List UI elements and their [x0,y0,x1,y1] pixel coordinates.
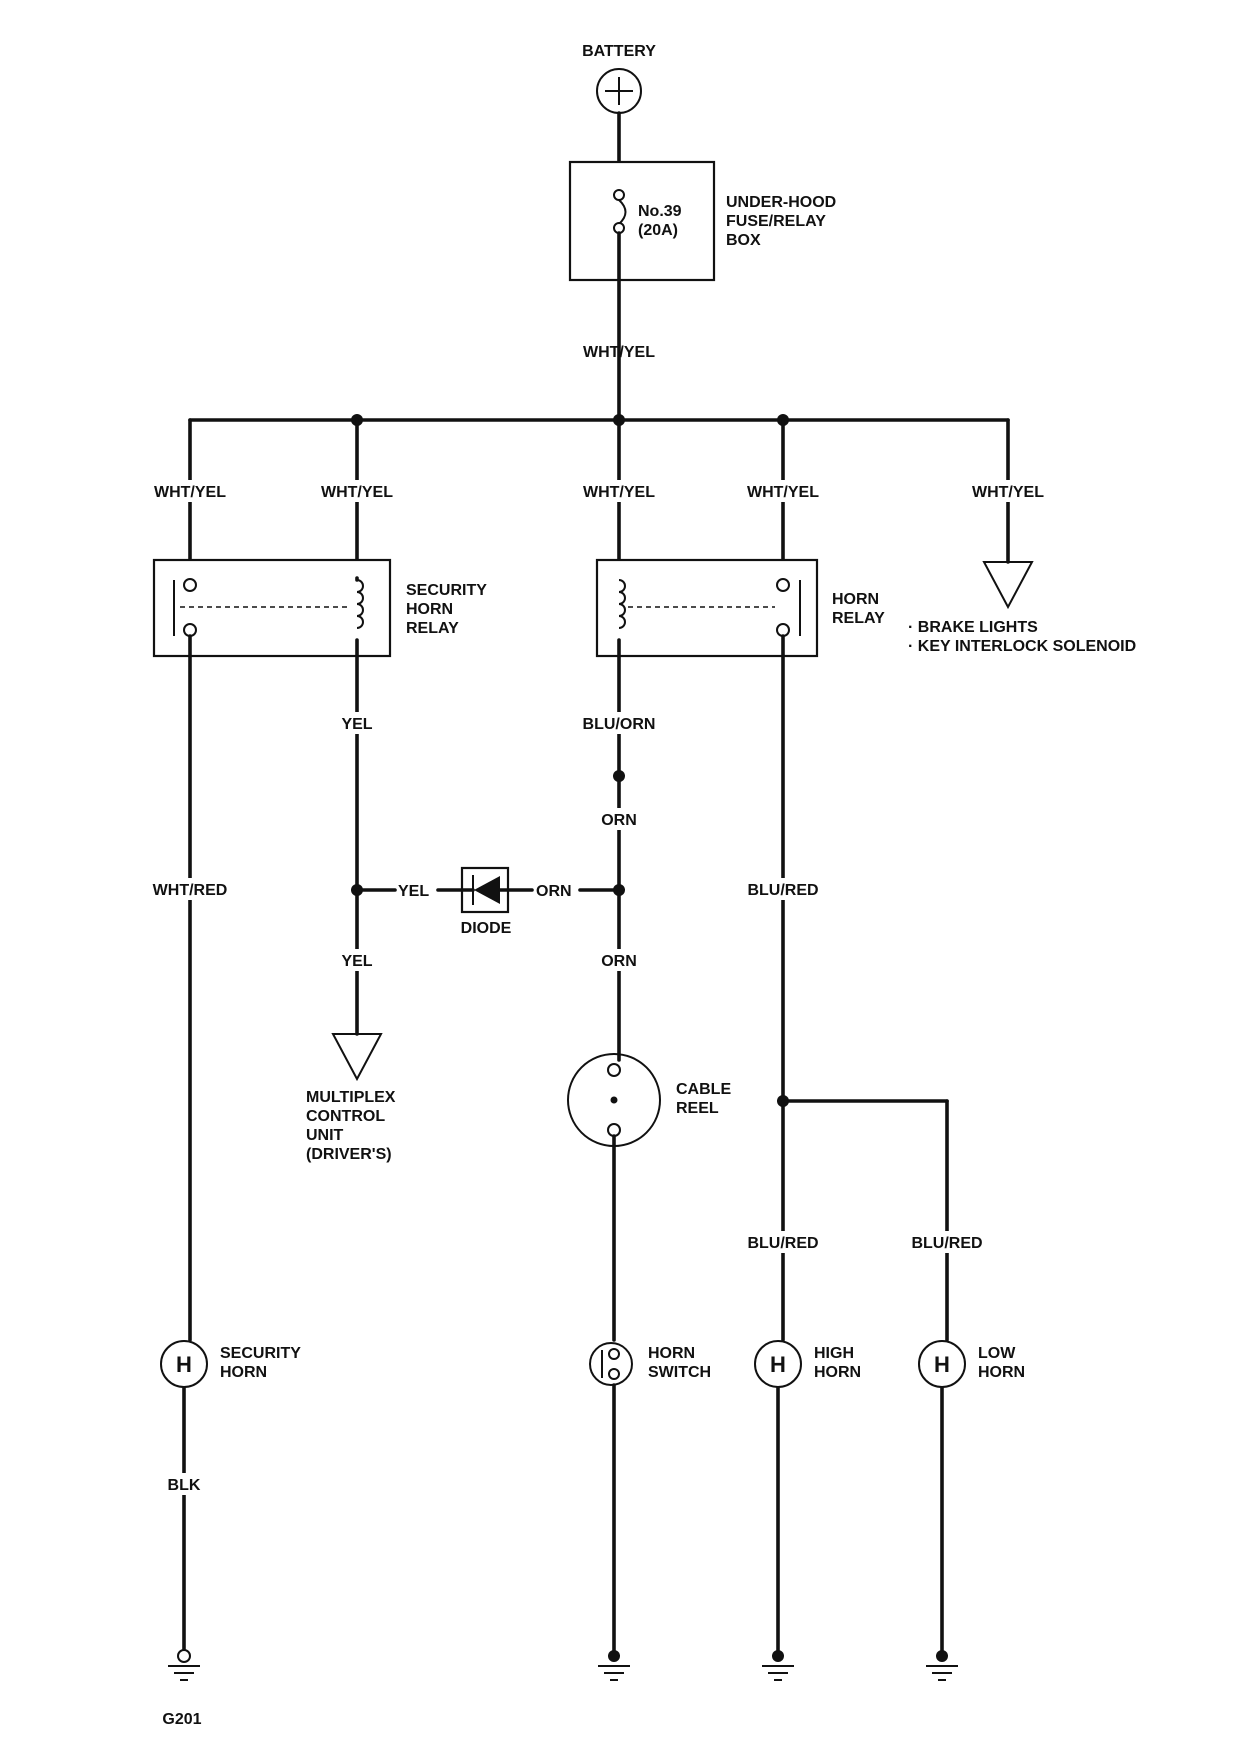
fuse-relay-box: No.39 (20A) UNDER-HOOD FUSE/RELAY BOX [568,160,836,282]
wire-label-sec-coil-out: YEL [341,716,372,733]
multiplex-label-4: (DRIVER'S) [306,1146,392,1163]
horn-relay: HORN RELAY [595,558,885,658]
cable-reel-label-1: CABLE [676,1081,731,1098]
multiplex-control-unit: MULTIPLEX CONTROL UNIT (DRIVER'S) [306,1033,396,1163]
horn-relay-label-2: RELAY [832,610,885,627]
wire-label-main: WHT/YEL [583,344,655,361]
high-horn-label-1: HIGH [814,1345,854,1362]
security-relay-label-2: HORN [406,601,453,618]
wire-label-branch-5: WHT/YEL [972,484,1044,501]
wire-label-branch-1: WHT/YEL [154,484,226,501]
diode: DIODE [460,866,512,937]
wire-label-branch-3: WHT/YEL [583,484,655,501]
wire-label-orn-2: ORN [601,953,637,970]
wire-label-orn-to-diode: ORN [536,883,572,900]
multiplex-label-2: CONTROL [306,1108,385,1125]
multiplex-label-3: UNIT [306,1127,344,1144]
security-horn-label-2: HORN [220,1364,267,1381]
security-horn-relay: SECURITY HORN RELAY [152,558,487,658]
low-horn-symbol: H [934,1352,950,1377]
brake-output-item-2: · KEY INTERLOCK SOLENOID [908,638,1136,655]
fuse-rating: (20A) [638,222,678,239]
ground-label: G201 [162,1711,201,1728]
low-horn-label-2: HORN [978,1364,1025,1381]
horn-switch-label-1: HORN [648,1345,695,1362]
wire-label-horn-relay-coil-out: BLU/ORN [583,716,656,733]
security-horn-label-1: SECURITY [220,1345,301,1362]
brake-output-item-1: · BRAKE LIGHTS [908,619,1038,636]
ground-symbol-4 [926,1650,958,1681]
fuse-box-label-1: UNDER-HOOD [726,194,836,211]
wire-label-horn-relay-out: BLU/RED [747,882,818,899]
high-horn: H HIGH HORN [754,1340,861,1388]
wire-label-yel-to-diode: YEL [398,883,429,900]
ground-symbol-1 [168,1649,200,1681]
wire-label-sec-horn-ground: BLK [168,1477,201,1494]
fuse-box-label-3: BOX [726,232,761,249]
high-horn-label-2: HORN [814,1364,861,1381]
horn-switch-label-2: SWITCH [648,1364,711,1381]
cable-reel-label-2: REEL [676,1100,719,1117]
horn-relay-label-1: HORN [832,591,879,608]
low-horn-label-1: LOW [978,1345,1016,1362]
fuse-box-label-2: FUSE/RELAY [726,213,826,230]
security-relay-label-1: SECURITY [406,582,487,599]
ground-symbol-2 [598,1650,630,1681]
battery: BATTERY [582,43,656,114]
wire-label-orn-1: ORN [601,812,637,829]
multiplex-label-1: MULTIPLEX [306,1089,396,1106]
high-horn-symbol: H [770,1352,786,1377]
brake-lights-connector: · BRAKE LIGHTS · KEY INTERLOCK SOLENOID [908,561,1136,655]
blu-orn-connector [613,770,625,782]
security-relay-label-3: RELAY [406,620,459,637]
horn-switch: HORN SWITCH [589,1342,711,1386]
security-horn: H SECURITY HORN [160,1340,301,1388]
wire-label-high-horn: BLU/RED [747,1235,818,1252]
wire-label-branch-4: WHT/YEL [747,484,819,501]
orn-junction [613,884,625,896]
wire-label-branch-2: WHT/YEL [321,484,393,501]
wire-label-low-horn: BLU/RED [911,1235,982,1252]
low-horn: H LOW HORN [918,1340,1025,1388]
fuse-number: No.39 [638,203,682,220]
wire-label-yel-to-mcu: YEL [341,953,372,970]
battery-label: BATTERY [582,43,656,60]
security-horn-symbol: H [176,1352,192,1377]
cable-reel: CABLE REEL [567,1053,731,1147]
diode-label: DIODE [461,920,512,937]
ground-symbol-3 [762,1650,794,1681]
wire-label-sec-relay-out: WHT/RED [153,882,228,899]
